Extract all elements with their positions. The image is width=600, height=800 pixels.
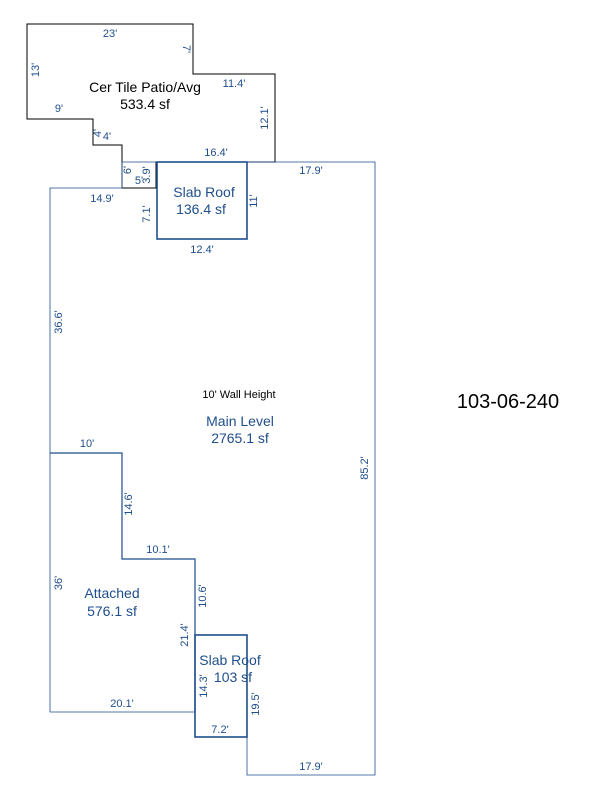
dim-main-top-right: 17.9': [299, 165, 323, 177]
dim-slab-bottom-right: 19.5': [250, 692, 262, 716]
slab-bottom-name: Slab Roof: [199, 652, 261, 668]
dim-attached-bottom: 20.1': [110, 698, 134, 710]
dim-patio-left: 13': [30, 63, 42, 77]
dim-slab-top-bottom: 12.4': [190, 244, 214, 256]
slab-top-name: Slab Roof: [173, 184, 235, 200]
patio-outline: [26, 23, 276, 189]
dim-main-bottom: 17.9': [299, 761, 323, 773]
dim-patio-bottom-left: 9': [55, 103, 63, 115]
patio-name: Cer Tile Patio/Avg: [89, 79, 201, 95]
dim-main-top-left: 14.9': [90, 193, 114, 205]
dim-patio-mid: 11.4': [223, 78, 246, 90]
dim-small-h: 5': [135, 175, 143, 187]
dim-patio-step-v: 6': [122, 166, 134, 174]
dim-slab-top-left: 7.1': [141, 205, 153, 222]
dim-patio-notch-v: 7': [180, 45, 192, 53]
main-level-outline: [49, 161, 376, 776]
dim-slab-bottom-left: 14.3': [198, 674, 210, 698]
dim-patio-step-a: 4': [92, 129, 104, 137]
main-name: Main Level: [206, 413, 274, 429]
dim-attached-step-v: 14.6': [123, 492, 135, 516]
slab-top-area: 136.4 sf: [176, 201, 226, 217]
main-note: 10' Wall Height: [202, 389, 275, 401]
dim-attached-step-h: 10.1': [146, 544, 170, 556]
attached-area: 576.1 sf: [87, 603, 137, 619]
main-area: 2765.1 sf: [211, 430, 269, 446]
dim-patio-right: 12.1': [259, 106, 271, 130]
dim-small-v: 3.9': [141, 166, 153, 183]
dim-slab-bottom-bottom: 7.2': [211, 724, 228, 736]
attached-name: Attached: [84, 585, 139, 601]
dim-main-right: 85.2': [359, 456, 371, 480]
slab-roof-top-outline: [156, 161, 248, 240]
dim-patio-bottom: 16.4': [204, 147, 228, 159]
attached-divider: [50, 452, 196, 712]
parcel-id: 103-06-240: [457, 391, 559, 413]
dim-attached-right: 21.4': [179, 623, 191, 647]
slab-roof-bottom-outline: [194, 634, 248, 738]
dim-attached-step-v2: 10.6': [197, 584, 209, 608]
dim-main-left-upper: 36.6': [53, 310, 65, 334]
dim-patio-top: 23': [103, 28, 117, 40]
dim-attached-top: 10': [80, 438, 94, 450]
dim-attached-left: 36': [53, 576, 65, 590]
dim-slab-top-right: 11': [248, 194, 260, 208]
patio-area: 533.4 sf: [120, 96, 170, 112]
dim-patio-step-b: 4': [103, 131, 111, 143]
slab-bottom-area: 103 sf: [214, 669, 252, 685]
